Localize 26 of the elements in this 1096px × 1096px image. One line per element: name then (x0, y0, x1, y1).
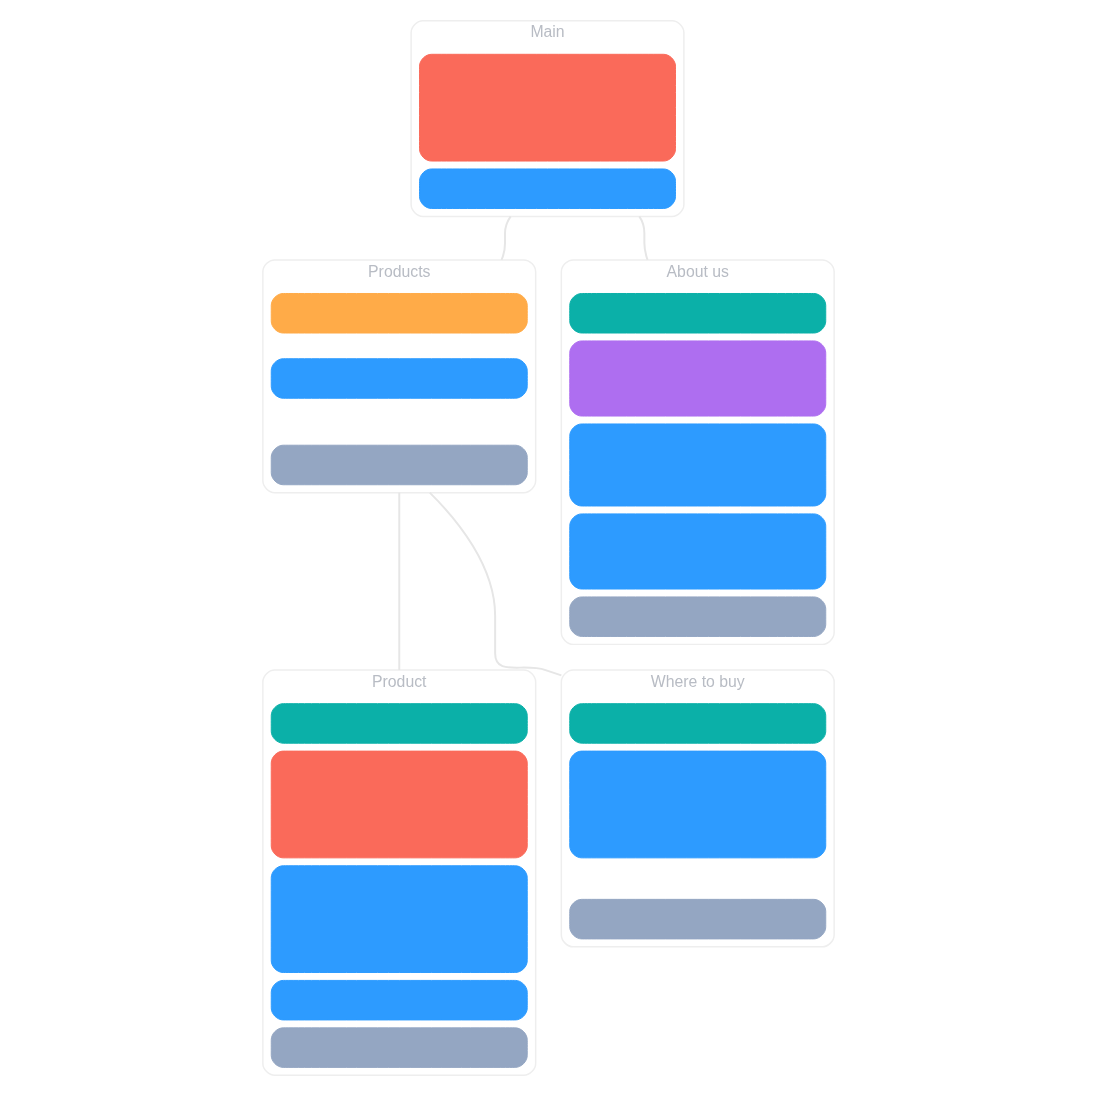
node-box (270, 750, 528, 859)
connector (637, 215, 649, 261)
cluster: Where to buy (560, 669, 835, 948)
node-box (270, 293, 528, 334)
node-box (270, 1027, 528, 1068)
cluster: Main (409, 19, 685, 218)
node-box (568, 898, 826, 940)
node-box (568, 340, 826, 417)
node-box (270, 358, 528, 399)
node-box (270, 865, 528, 973)
cluster: About us (560, 259, 835, 646)
node-box (568, 750, 826, 859)
connector (428, 491, 562, 677)
node-box (270, 979, 528, 1021)
node-box (270, 703, 528, 744)
cluster: Products (261, 259, 536, 494)
node-box (568, 513, 826, 590)
node-box (568, 703, 826, 744)
node-box (418, 168, 676, 209)
node-box (568, 293, 826, 334)
node-box (568, 596, 826, 637)
connector (500, 215, 512, 261)
cluster: Product (261, 669, 536, 1077)
node-box (418, 53, 676, 162)
node-box (270, 444, 528, 486)
node-box (568, 423, 826, 507)
